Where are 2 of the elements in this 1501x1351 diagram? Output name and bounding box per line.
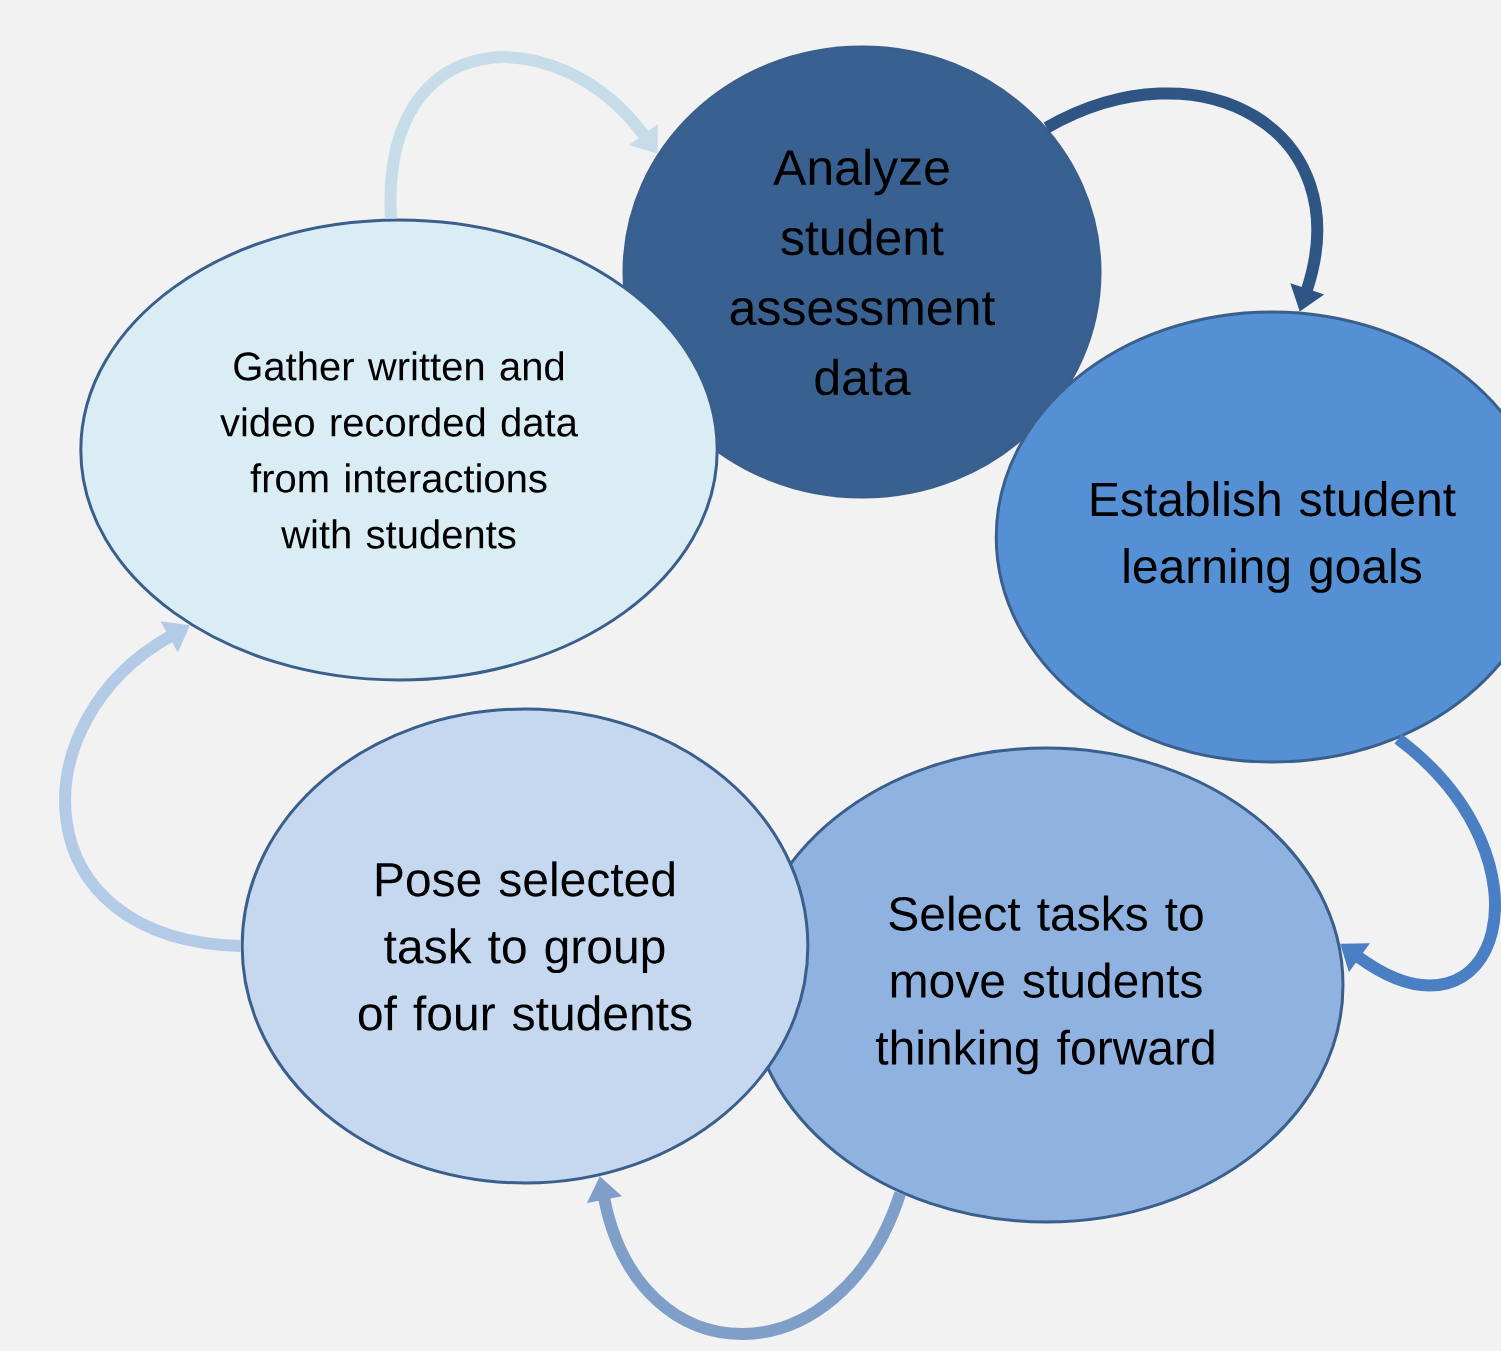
- curved-arrow: [59, 621, 242, 952]
- curved-arrow: [384, 51, 658, 219]
